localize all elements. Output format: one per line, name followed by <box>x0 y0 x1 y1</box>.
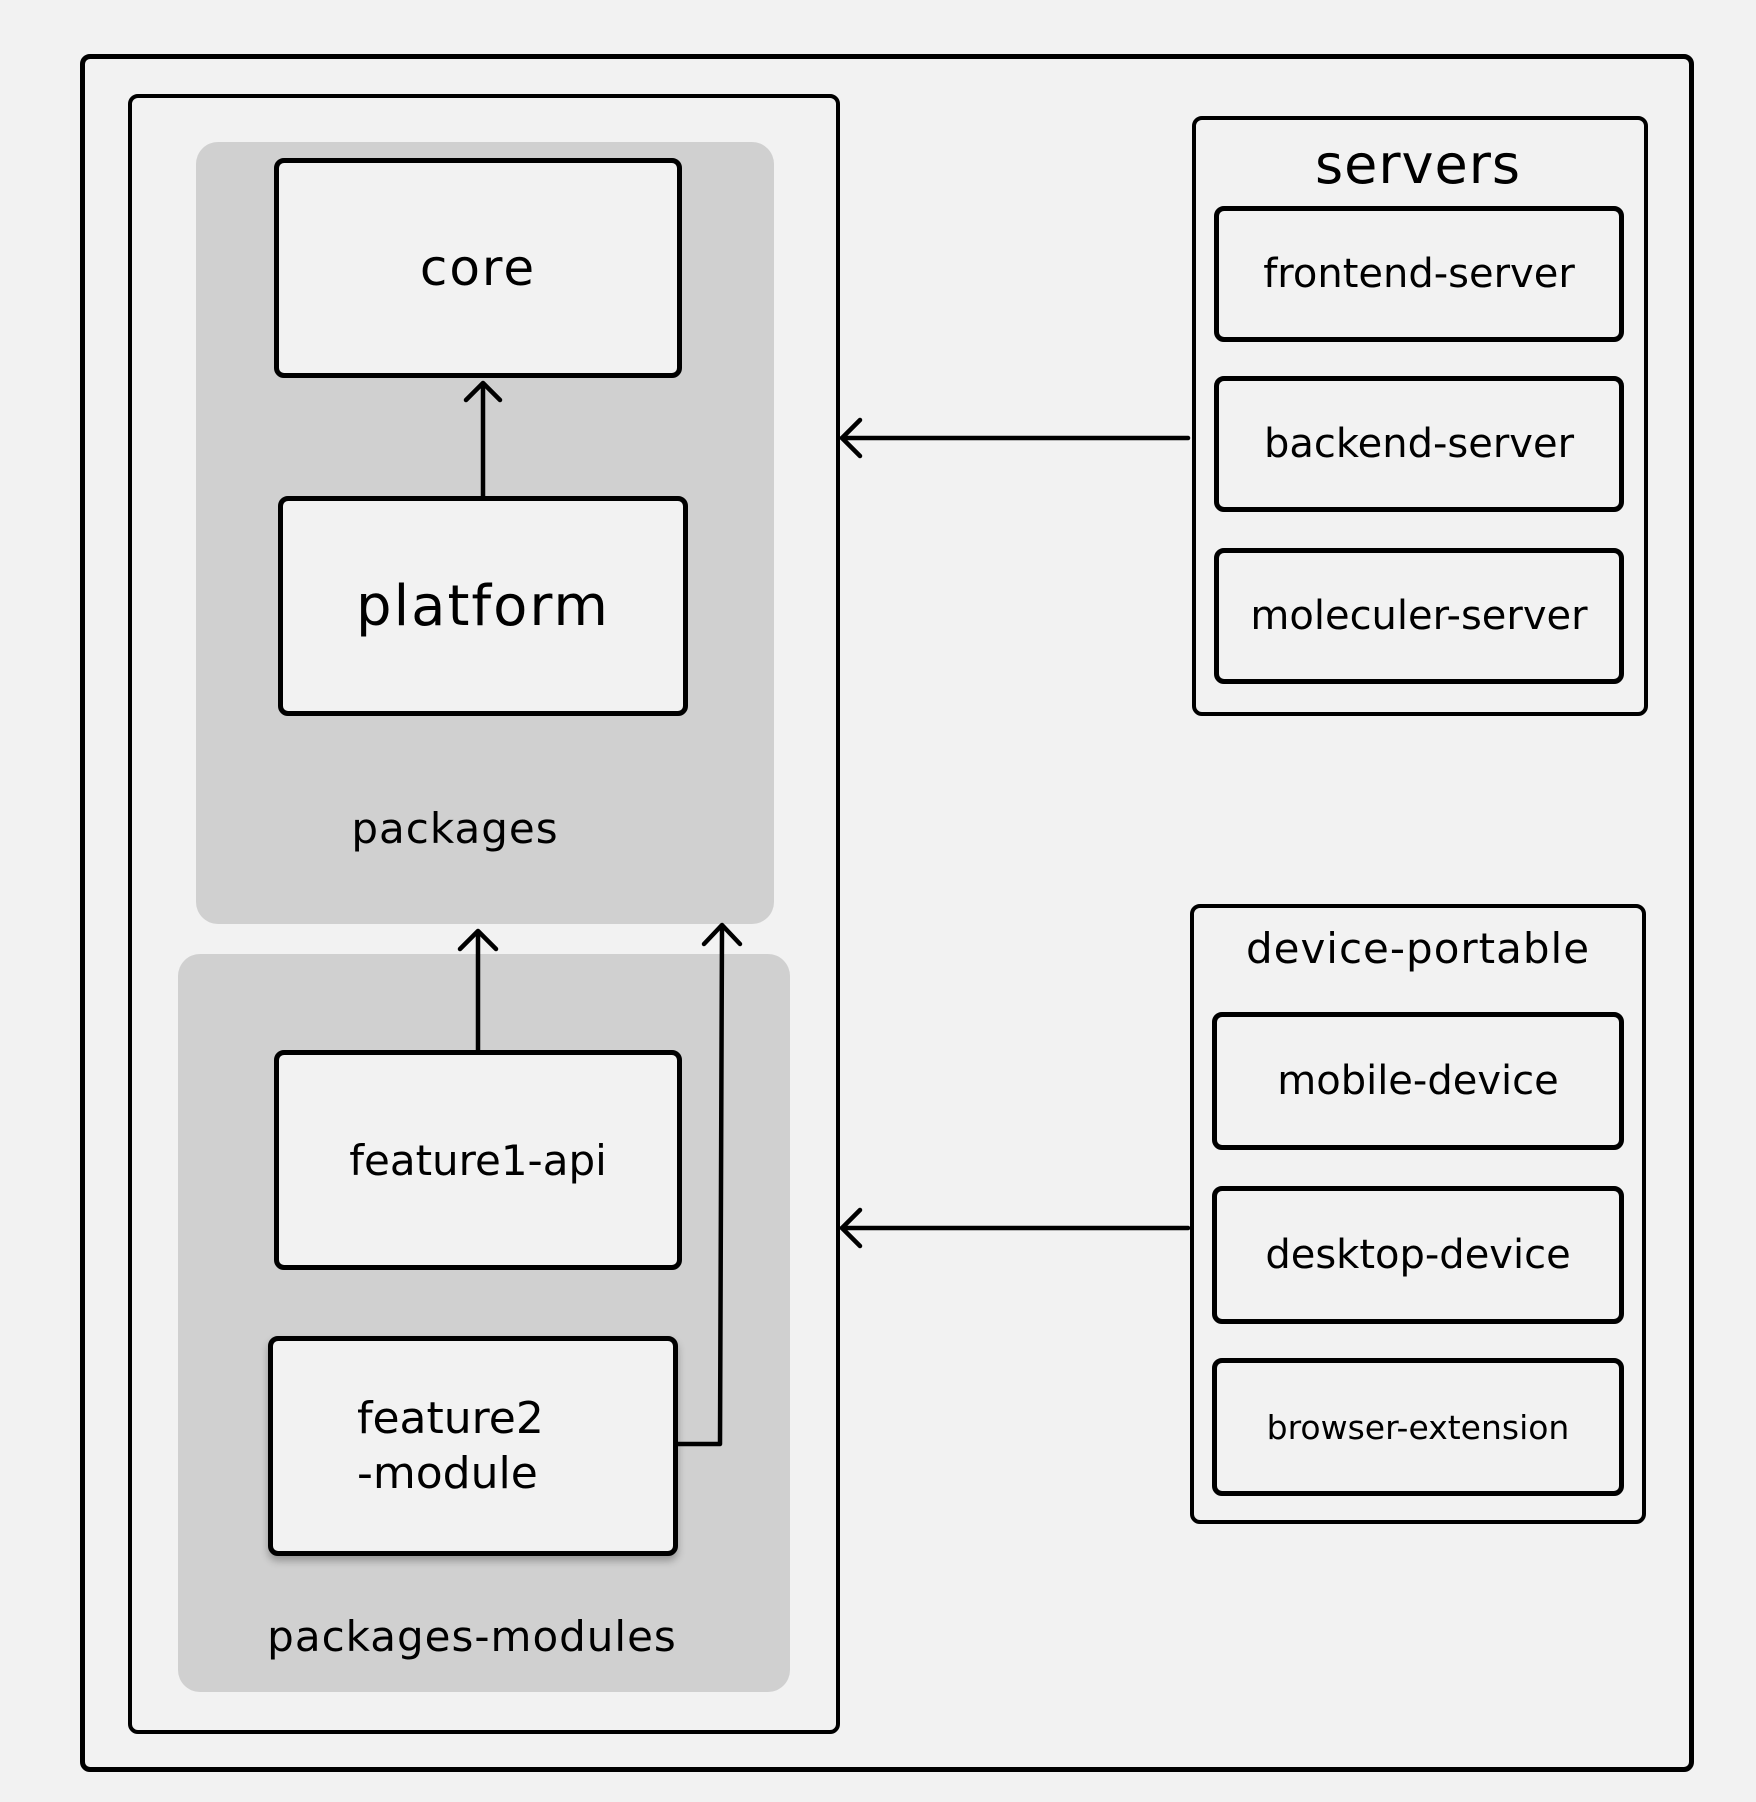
platform-label: platform <box>356 573 610 639</box>
moleculer-server-label: moleculer-server <box>1250 593 1588 639</box>
backend-server-node[interactable]: backend-server <box>1214 376 1624 512</box>
mobile-device-label: mobile-device <box>1277 1058 1559 1104</box>
frontend-server-label: frontend-server <box>1263 251 1575 297</box>
backend-server-label: backend-server <box>1263 421 1575 467</box>
packages-modules-group-label: packages-modules <box>267 1612 677 1661</box>
feature1-api-label: feature1-api <box>349 1135 607 1185</box>
platform-node[interactable]: platform <box>278 496 688 716</box>
mobile-device-node[interactable]: mobile-device <box>1212 1012 1624 1150</box>
browser-extension-label: browser-extension <box>1266 1407 1570 1447</box>
outer-frame <box>80 54 1694 1772</box>
browser-extension-node[interactable]: browser-extension <box>1212 1358 1624 1496</box>
packages-group-label: packages <box>351 804 559 853</box>
servers-group[interactable] <box>1192 116 1648 716</box>
moleculer-server-node[interactable]: moleculer-server <box>1214 548 1624 684</box>
feature2-module-label: feature2 -module <box>357 1393 544 1499</box>
core-node[interactable]: core <box>274 158 682 378</box>
device-portable-group-label: device-portable <box>1245 924 1591 973</box>
desktop-device-node[interactable]: desktop-device <box>1212 1186 1624 1324</box>
servers-group-label: servers <box>1314 133 1522 196</box>
feature2-module-node[interactable]: feature2 -module <box>268 1336 678 1556</box>
app-frame <box>128 94 840 1734</box>
core-label: core <box>419 239 537 297</box>
feature1-api-node[interactable]: feature1-api <box>274 1050 682 1270</box>
device-portable-group[interactable] <box>1190 904 1646 1524</box>
frontend-server-node[interactable]: frontend-server <box>1214 206 1624 342</box>
desktop-device-label: desktop-device <box>1265 1232 1571 1278</box>
